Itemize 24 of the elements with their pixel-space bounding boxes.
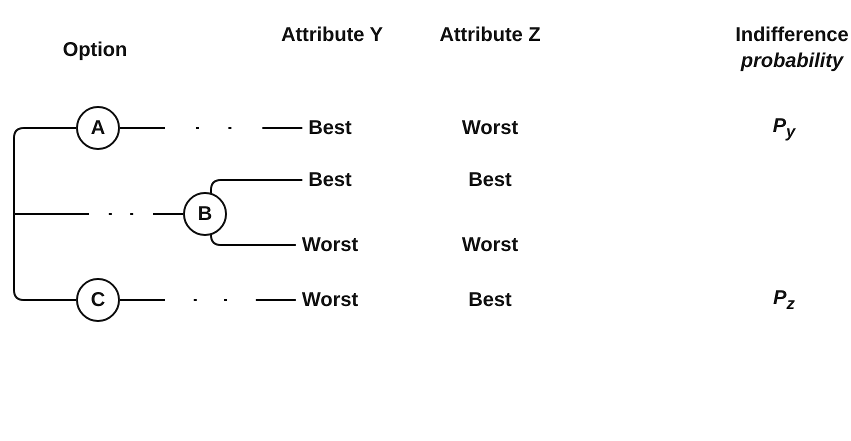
branch-line xyxy=(120,299,296,301)
outcome-text: Worst xyxy=(302,234,358,256)
outcome-text: Worst xyxy=(302,288,358,312)
branch-line xyxy=(13,214,76,301)
outcome-text: Worst xyxy=(462,234,518,256)
branch-line xyxy=(210,179,302,194)
outcome-text: Best xyxy=(308,168,352,192)
option-circle: C xyxy=(76,278,120,322)
branch-line xyxy=(13,127,76,214)
column-header: Indifference probability xyxy=(734,23,850,74)
column-header: Attribute Z xyxy=(438,23,542,48)
outcome-text: Best xyxy=(468,288,512,312)
probability-symbol: P$_{y}$ xyxy=(772,114,796,142)
probability-symbol: P$_{z}$ xyxy=(773,286,795,314)
branch-line xyxy=(120,127,302,129)
outcome-text: Worst xyxy=(462,116,518,140)
option-circle: B xyxy=(183,192,227,236)
outcome-text: Best xyxy=(468,168,512,192)
option-circle: A xyxy=(76,106,120,150)
branch-line xyxy=(210,234,296,246)
branch-line xyxy=(14,213,183,215)
column-header: Attribute Y xyxy=(280,23,384,48)
outcome-text: Best xyxy=(308,116,352,140)
outcome-text: Option xyxy=(62,38,128,62)
